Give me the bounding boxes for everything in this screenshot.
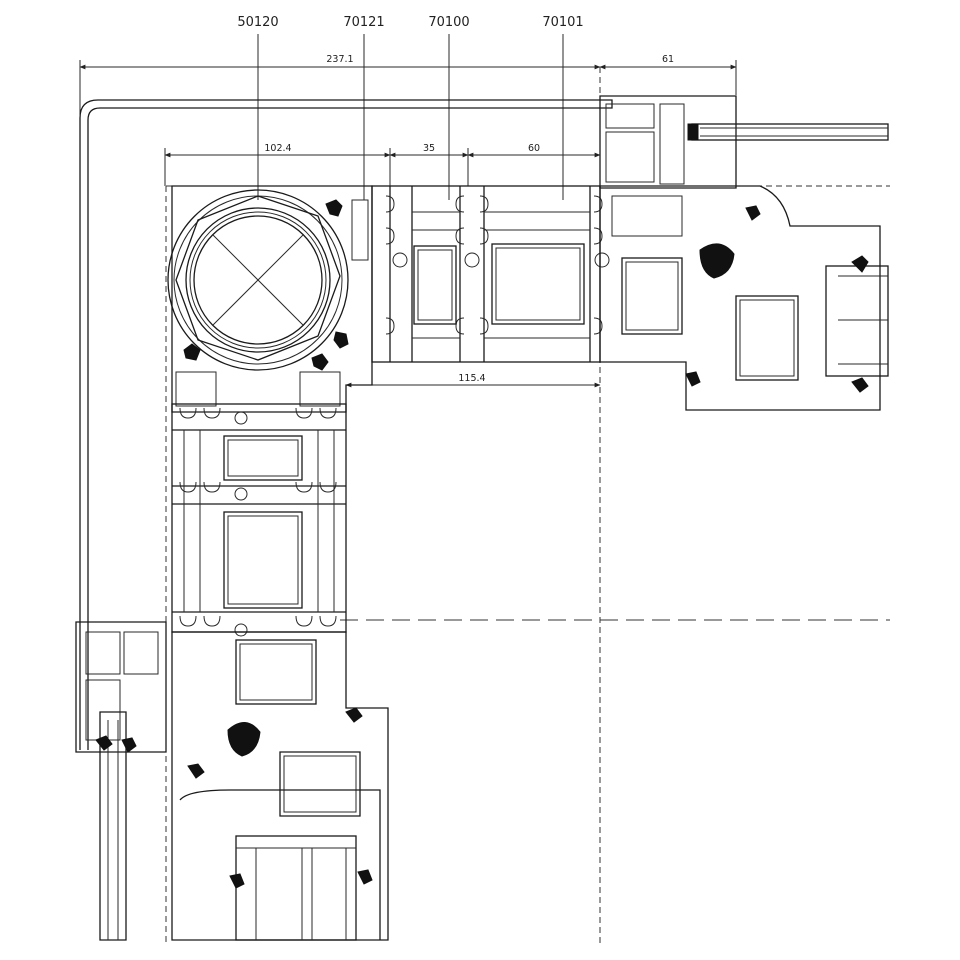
dim-coupler-a: 35	[423, 143, 435, 154]
dimension-lines: 237.1 61 102.4 35 60 115.4	[79, 54, 737, 388]
vertical-coupler-column	[171, 403, 347, 637]
horizontal-coupler-bank	[371, 185, 610, 363]
corner-post-round-tube	[167, 185, 373, 413]
dim-coupler-b: 60	[528, 143, 540, 154]
lower-left-frame	[75, 621, 389, 941]
dim-overall: 237.1	[326, 54, 353, 65]
part-label-1: 50120	[237, 15, 278, 30]
part-label-2: 70121	[343, 15, 384, 30]
part-labels: 50120 70121 70100 70101	[237, 15, 584, 200]
dim-right-frame: 61	[662, 54, 674, 65]
dim-lower-run: 115.4	[458, 373, 485, 384]
part-label-4: 70101	[542, 15, 583, 30]
right-window-frame	[599, 95, 889, 411]
center-lines	[165, 67, 890, 945]
part-label-3: 70100	[428, 15, 469, 30]
coupler-teeth	[385, 195, 603, 335]
dim-coupler-block: 102.4	[264, 143, 291, 154]
